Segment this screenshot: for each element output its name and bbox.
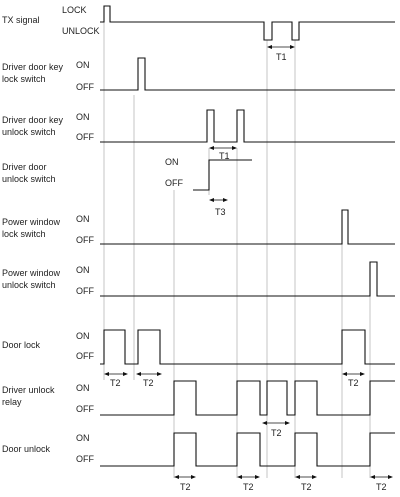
row-key-unlock-switch: Driver door key unlock switch ON OFF <box>2 109 395 143</box>
signal-waveform <box>100 329 395 365</box>
signal-name: Driver door key <box>2 62 64 72</box>
state-label-off: OFF <box>76 351 94 361</box>
arrow-head <box>285 421 290 425</box>
arrow-head <box>370 475 375 479</box>
arrow-head <box>136 372 141 376</box>
arrow-head <box>342 372 347 376</box>
timing-t2-door-lock-1: T2 <box>104 372 128 388</box>
arrow-head <box>232 146 237 150</box>
timing-t3: T3 <box>209 198 228 217</box>
signal-waveform <box>100 261 395 297</box>
timing-t2-door-lock-2: T2 <box>136 372 162 388</box>
state-label-off: OFF <box>76 404 94 414</box>
signal-name: Driver door key <box>2 115 64 125</box>
timing-t2-door-unlock-2: T2 <box>237 475 260 492</box>
row-pw-unlock-switch: Power window unlock switch ON OFF <box>2 261 395 297</box>
timing-label: T1 <box>219 151 230 161</box>
row-door-unlock: Door unlock ON OFF <box>2 432 395 467</box>
arrow-head <box>312 475 317 479</box>
signal-name: lock switch <box>2 74 46 84</box>
arrow-head <box>295 475 300 479</box>
signal-waveform <box>193 159 252 191</box>
timing-label: T3 <box>215 207 226 217</box>
signal-waveform <box>100 432 395 467</box>
state-label-on: ON <box>76 383 90 393</box>
signal-name: Door lock <box>2 340 41 350</box>
state-label-on: ON <box>76 60 90 70</box>
state-label-on: ON <box>165 157 179 167</box>
row-door-unlock-switch: Driver door unlock switch ON OFF <box>2 157 252 191</box>
state-label-off: OFF <box>76 235 94 245</box>
timing-t2-door-unlock-1: T2 <box>174 475 196 492</box>
timing-label: T1 <box>276 52 287 62</box>
signal-name: TX signal <box>2 15 40 25</box>
state-label-off: OFF <box>165 178 183 188</box>
signal-name: Driver unlock <box>2 385 55 395</box>
timing-label: T2 <box>180 482 191 492</box>
arrow-head <box>388 475 393 479</box>
timing-label: T2 <box>301 482 312 492</box>
state-label-on: ON <box>76 331 90 341</box>
state-label-on: LOCK <box>62 5 87 15</box>
state-label-on: ON <box>76 112 90 122</box>
signal-name: Door unlock <box>2 444 51 454</box>
timing-t1-key-unlock: T1 <box>209 146 237 161</box>
signal-waveform <box>100 57 395 91</box>
state-label-on: ON <box>76 214 90 224</box>
timing-label: T2 <box>143 378 154 388</box>
timing-t1-tx: T1 <box>267 45 295 62</box>
timing-t2-door-unlock-3: T2 <box>295 475 317 492</box>
timing-label: T2 <box>348 378 359 388</box>
signal-name: Power window <box>2 217 61 227</box>
arrow-head <box>174 475 179 479</box>
arrow-head <box>255 475 260 479</box>
signal-waveform <box>100 5 395 41</box>
arrow-head <box>267 45 272 49</box>
row-tx-signal: TX signal LOCK UNLOCK <box>2 5 395 41</box>
state-label-off: OFF <box>76 82 94 92</box>
signal-waveform <box>100 109 395 143</box>
timing-label: T2 <box>110 378 121 388</box>
timing-t2-relay: T2 <box>262 421 290 438</box>
signal-name: Driver door <box>2 162 47 172</box>
signal-waveform <box>100 380 395 416</box>
state-label-off: UNLOCK <box>62 26 100 36</box>
timing-label: T2 <box>271 428 282 438</box>
arrow-head <box>209 146 214 150</box>
state-label-off: OFF <box>76 132 94 142</box>
state-label-on: ON <box>76 265 90 275</box>
arrow-head <box>123 372 128 376</box>
timing-t2-door-lock-3: T2 <box>342 372 365 388</box>
arrow-head <box>290 45 295 49</box>
signal-name: unlock switch <box>2 280 56 290</box>
timing-label: T2 <box>243 482 254 492</box>
arrow-head <box>262 421 267 425</box>
row-driver-unlock-relay: Driver unlock relay ON OFF <box>2 380 395 416</box>
arrow-head <box>223 198 228 202</box>
arrow-head <box>191 475 196 479</box>
timing-label: T2 <box>376 482 387 492</box>
arrow-head <box>104 372 109 376</box>
arrow-head <box>209 198 214 202</box>
timing-t2-door-unlock-4: T2 <box>370 475 393 492</box>
signal-waveform <box>100 209 395 245</box>
arrow-head <box>237 475 242 479</box>
row-key-lock-switch: Driver door key lock switch ON OFF <box>2 57 395 92</box>
arrow-head <box>360 372 365 376</box>
row-pw-lock-switch: Power window lock switch ON OFF <box>2 209 395 245</box>
signal-name: unlock switch <box>2 127 56 137</box>
signal-name: unlock switch <box>2 174 56 184</box>
row-door-lock: Door lock ON OFF <box>2 329 395 365</box>
state-label-off: OFF <box>76 454 94 464</box>
signal-name: relay <box>2 397 22 407</box>
state-label-off: OFF <box>76 286 94 296</box>
arrow-head <box>157 372 162 376</box>
signal-name: Power window <box>2 268 61 278</box>
state-label-on: ON <box>76 433 90 443</box>
signal-name: lock switch <box>2 229 46 239</box>
